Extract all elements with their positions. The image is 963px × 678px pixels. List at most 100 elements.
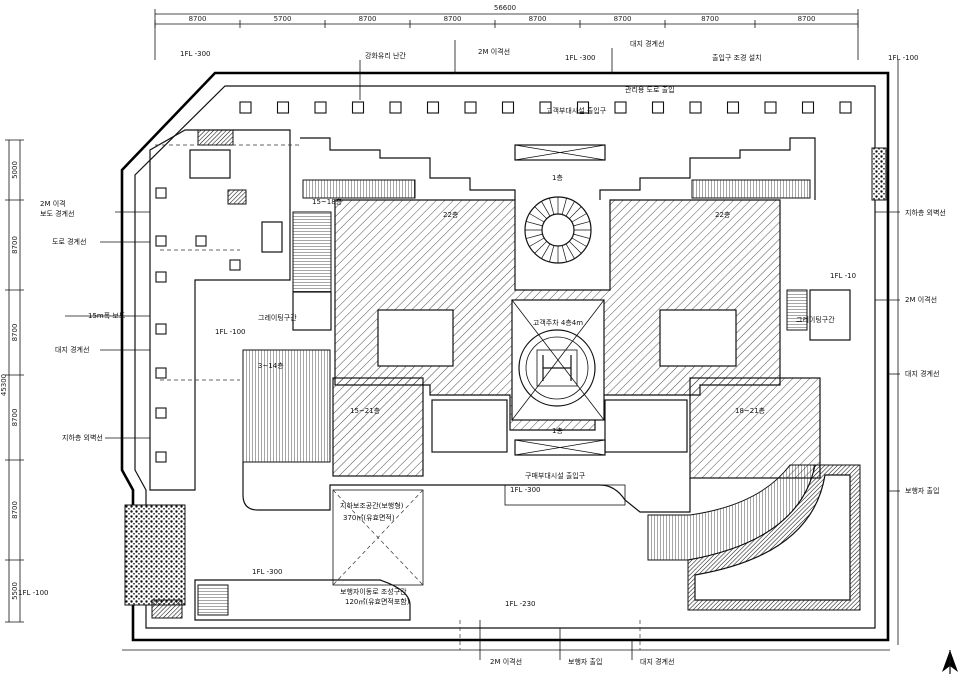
left-span-dim: 8700	[11, 409, 19, 427]
level-left-lower: 1FL -100	[18, 589, 49, 597]
atrium-right	[659, 309, 737, 367]
atrium-left	[377, 309, 454, 367]
left-ramp	[242, 349, 331, 463]
column	[155, 323, 167, 335]
callout-bottom-boundary: 대지 경계선	[640, 657, 674, 666]
level-top-right: 1FL -100	[888, 54, 919, 62]
plaza-area: 370㎡(유효면적)	[343, 513, 395, 522]
column	[801, 101, 815, 114]
level-center-lower: 1FL -300	[510, 486, 541, 494]
planting-strip-left	[124, 504, 186, 606]
column	[155, 407, 167, 419]
left-ramp-label: 3~14층	[258, 361, 284, 370]
top-span-dim: 8700	[189, 15, 207, 23]
tower-bottom-label: 구매부대시설 출입구	[525, 471, 586, 480]
plaza-outline	[242, 462, 691, 513]
lower-court-right	[604, 399, 688, 453]
callout-bottom-2m: 2M 이격선	[490, 657, 522, 666]
callout-left-boundary: 대지 경계선	[55, 345, 89, 354]
wing-right-label: 그레이팅구간	[796, 315, 835, 324]
column	[155, 235, 167, 247]
top-span-dim: 8700	[798, 15, 816, 23]
upper-atrium-outline	[300, 137, 816, 200]
level-top-left: 1FL -300	[180, 50, 211, 58]
planting-box-top	[197, 129, 234, 146]
callout-top-boundary: 대지 경계선	[630, 39, 664, 48]
callout-left-road: 도로 경계선	[52, 237, 86, 246]
lower-stair	[197, 584, 229, 616]
callout-left-2m: 2M 이격	[40, 199, 66, 208]
callout-right-2m: 2M 이격선	[905, 295, 937, 304]
left-span-dim: 8700	[11, 324, 19, 342]
right-stair	[786, 289, 808, 331]
center-upper-label: 1층	[552, 173, 563, 182]
north-arrow-icon	[942, 650, 958, 674]
callout-top-rail: 강화유리 난간	[365, 51, 406, 60]
helipad-icon	[511, 299, 605, 421]
left-small-room	[261, 221, 283, 253]
left-stair-room	[292, 291, 332, 331]
column	[229, 259, 241, 271]
left-span-dim: 5000	[11, 161, 19, 179]
top-span-dim: 8700	[701, 15, 719, 23]
total-height-dim: 45300	[0, 374, 8, 396]
column	[155, 271, 167, 283]
callout-top-service: 관리용 도로 출입	[625, 85, 675, 94]
column	[651, 101, 665, 114]
upper-left-stair	[302, 179, 416, 199]
column	[464, 101, 477, 114]
curved-ramp-inner	[647, 464, 816, 561]
column	[351, 101, 365, 114]
column	[239, 101, 252, 114]
top-span-dim: 8700	[614, 15, 632, 23]
column	[276, 101, 290, 114]
vent-shaft	[227, 189, 247, 205]
left-lower-ramp-label: 15~21층	[350, 406, 381, 415]
callout-left-sidewalk: 보도 경계선	[40, 209, 74, 218]
column	[195, 235, 207, 247]
lower-court-left	[431, 399, 508, 453]
column	[389, 101, 402, 114]
column	[426, 101, 440, 114]
column	[689, 101, 702, 114]
level-bottom-left: 1FL -300	[252, 568, 283, 576]
leader-lines	[65, 40, 900, 660]
callout-right-pedestrian: 보행자 출입	[905, 486, 939, 495]
column	[539, 101, 552, 114]
heli-court-label: 고객주차 4층4m	[533, 318, 583, 327]
lower-block-left	[332, 377, 424, 477]
perimeter-columns-left	[155, 187, 241, 463]
callout-bottom-pedestrian: 보행자 출입	[568, 657, 602, 666]
column	[614, 101, 627, 114]
right-22-label: 22층	[715, 210, 731, 219]
tower-top-label: 고객부대시설 출입구	[546, 106, 607, 115]
level-right-mid: 1FL -10	[830, 272, 856, 280]
left-stair-upper	[292, 211, 332, 293]
plaza-zone	[332, 489, 424, 586]
column	[314, 101, 327, 114]
plaza-label: 지하보조공간(보행형)	[340, 501, 404, 510]
upper-right-stair	[691, 179, 811, 199]
planting-box-bottom	[151, 599, 183, 619]
callout-top-setback: 2M 이격선	[478, 47, 510, 56]
callout-right-boundary: 대지 경계선	[905, 369, 939, 378]
level-left-mid: 1FL -100	[215, 328, 246, 336]
planting-strip-right	[871, 147, 887, 201]
column	[839, 101, 852, 114]
left-span-dim: 8700	[11, 236, 19, 254]
lower-plaza-outline	[194, 579, 411, 621]
top-span-dim: 8700	[444, 15, 462, 23]
column	[764, 101, 777, 114]
level-bottom-right: 1FL -230	[505, 600, 536, 608]
left-upper-ramp-label: 15~18층	[312, 197, 343, 206]
left-upper-room	[189, 149, 231, 179]
top-span-dim: 8700	[359, 15, 377, 23]
callout-left-basement: 지하층 외벽선	[62, 433, 103, 442]
total-width-dim: 56600	[494, 4, 516, 12]
column	[155, 367, 167, 379]
column	[576, 101, 590, 114]
lower-plaza-label: 보행자이동로 조성구간	[340, 587, 407, 596]
